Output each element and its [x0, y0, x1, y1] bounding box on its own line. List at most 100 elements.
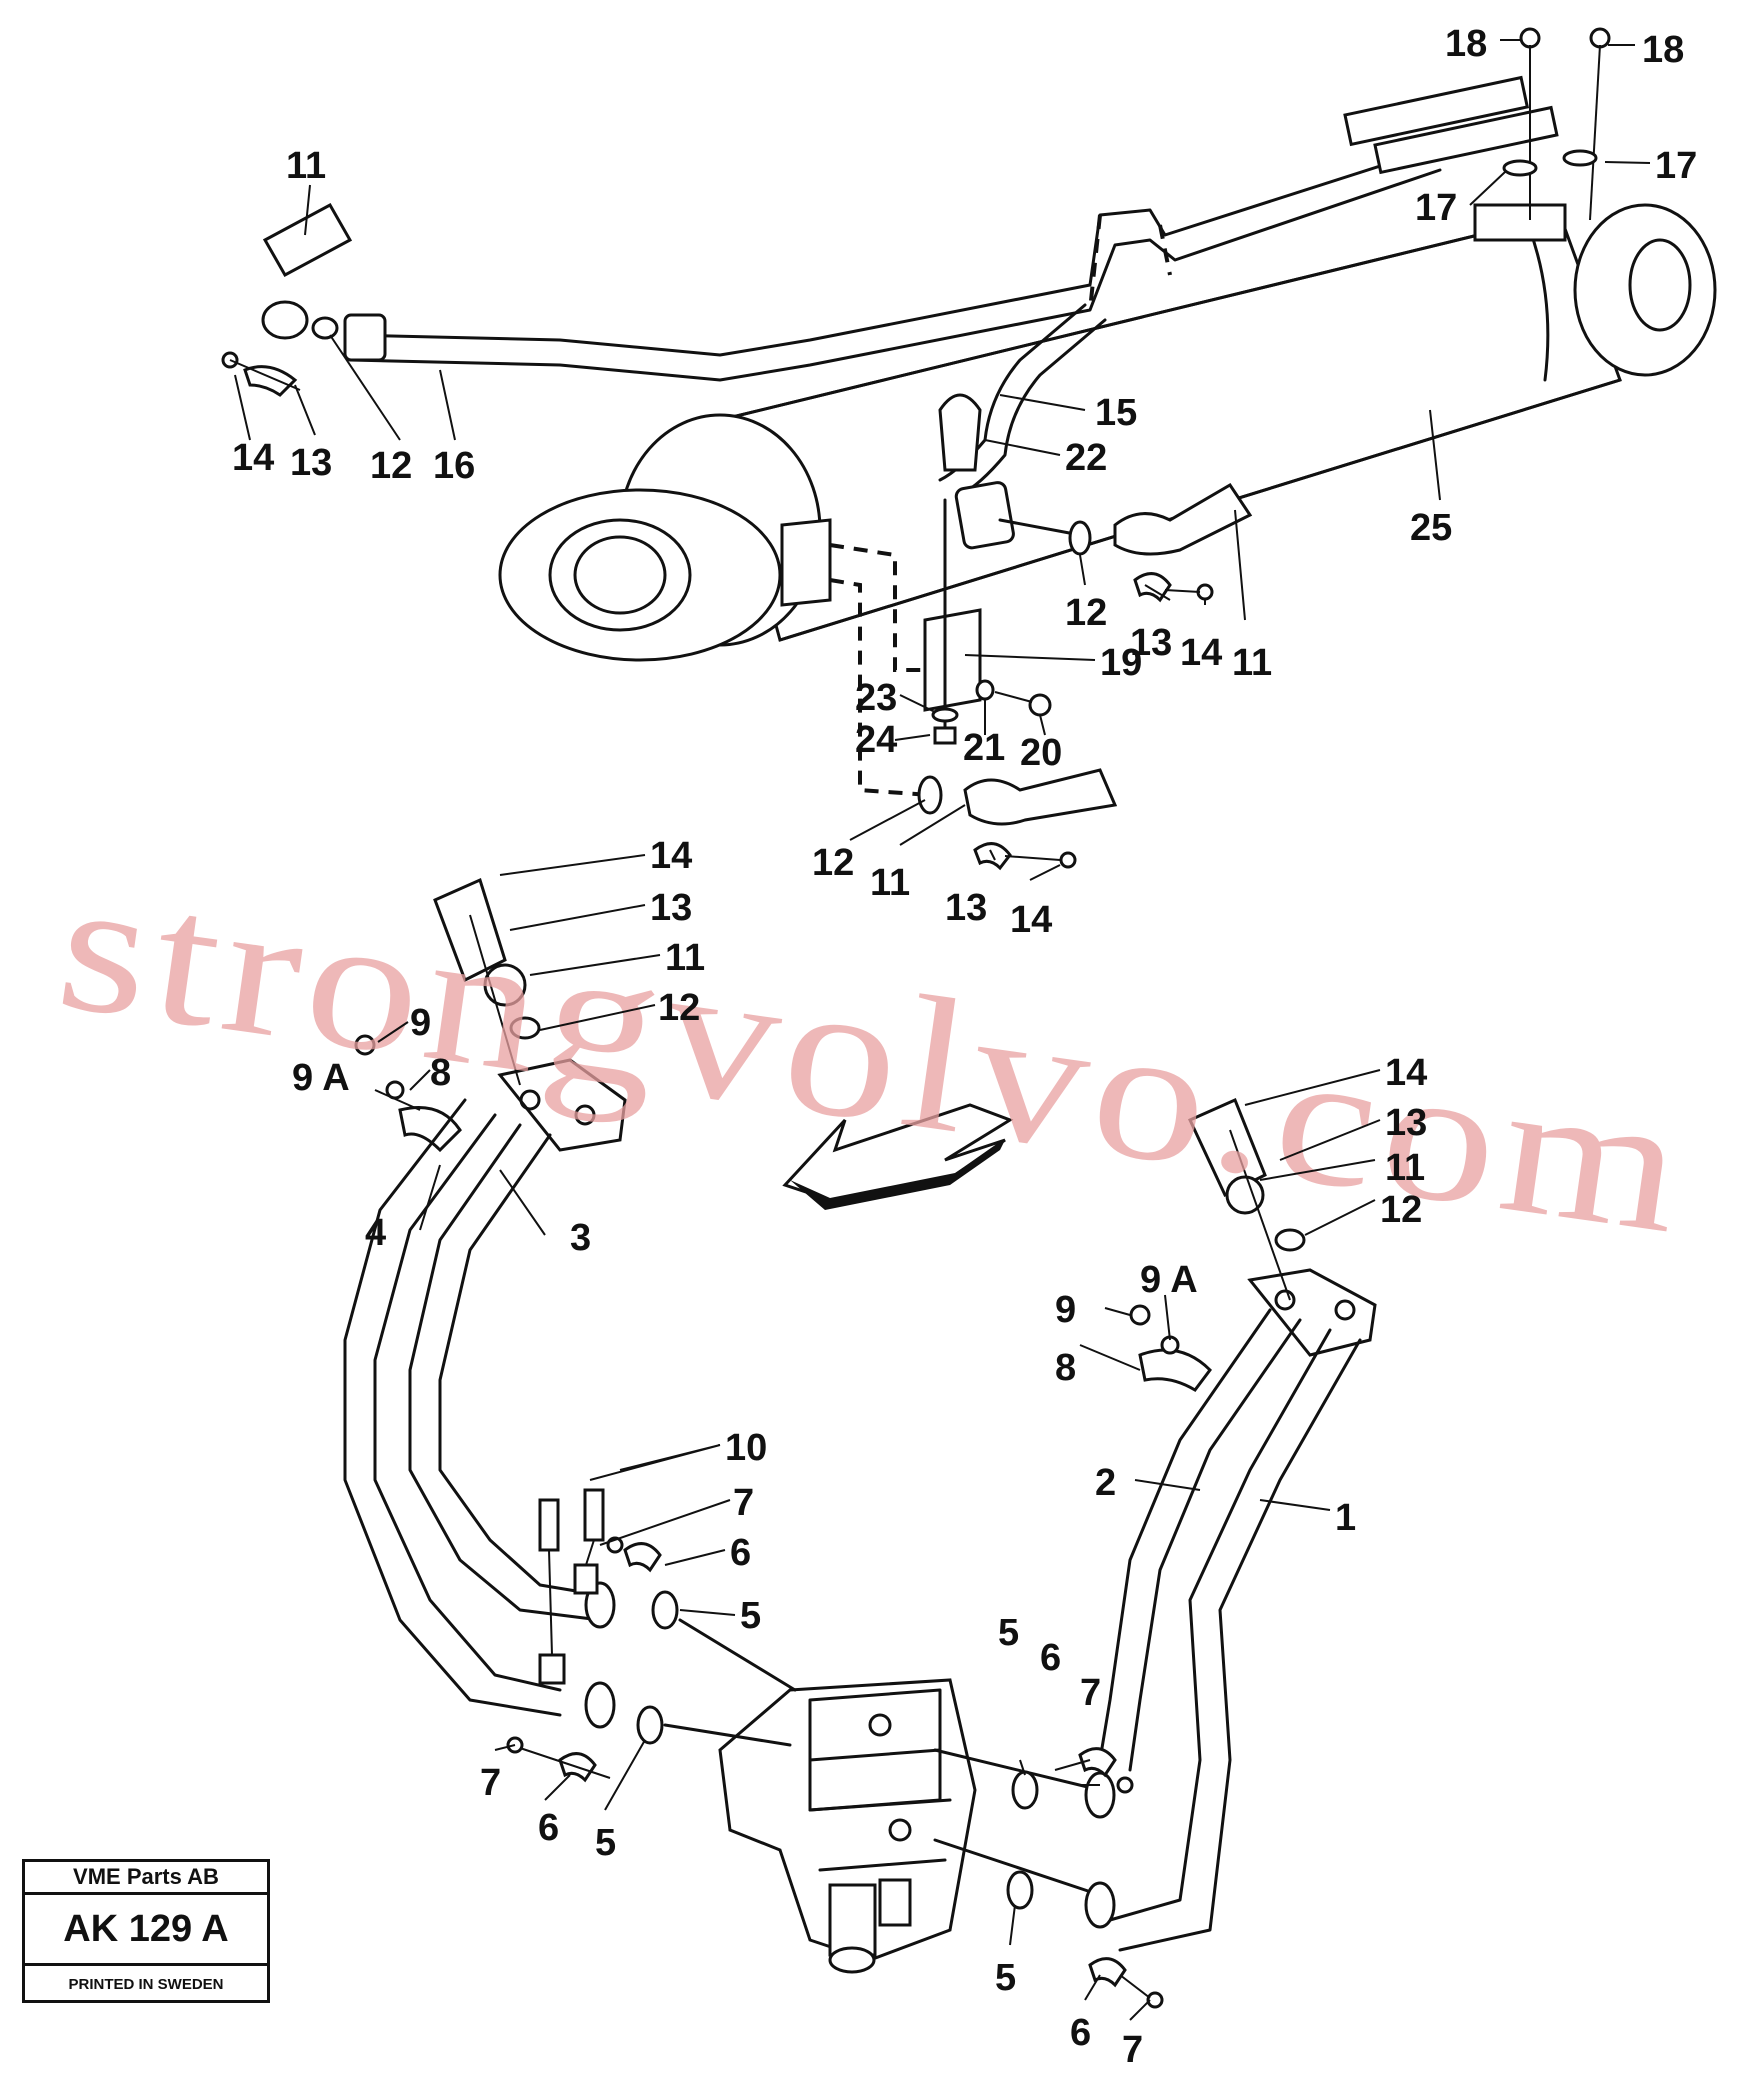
callout-11: 11 — [1232, 642, 1272, 684]
callout-11: 11 — [870, 862, 910, 904]
clamp-13-center — [1133, 572, 1172, 603]
hose-11-right — [1187, 1097, 1267, 1198]
callout-7: 7 — [480, 1762, 501, 1804]
callout-17: 17 — [1415, 187, 1457, 229]
top-mounting-hardware — [1502, 27, 1611, 221]
title-block-printed: PRINTED IN SWEDEN — [68, 1976, 224, 1993]
callout-13: 13 — [290, 442, 332, 484]
callout-22: 22 — [1065, 437, 1107, 479]
cylinder-port-flange — [780, 518, 832, 607]
callout-12: 12 — [658, 987, 700, 1029]
callout-5: 5 — [595, 1822, 616, 1864]
pipe-fitting-upper-right — [1084, 1771, 1116, 1819]
callout-11: 11 — [665, 937, 705, 979]
washer-21 — [975, 679, 995, 701]
callout-13: 13 — [650, 887, 692, 929]
washer-17-right — [1562, 149, 1598, 167]
flange-top-left — [343, 313, 387, 362]
cylinder-top-tube — [1343, 75, 1530, 147]
callout-23: 23 — [855, 677, 897, 719]
u-bolt-22 — [938, 393, 982, 472]
bolt-18-right — [1589, 27, 1611, 49]
cylinder-top-mount-block — [1473, 203, 1567, 242]
cylinder-top-tube-lower — [1373, 105, 1559, 175]
test-port-upper — [573, 1563, 599, 1595]
bolt-14-center — [1196, 583, 1214, 601]
title-block: VME Parts AB AK 129 A PRINTED IN SWEDEN — [22, 1859, 270, 2003]
callout-25: 25 — [1410, 507, 1452, 549]
callout-17: 17 — [1655, 145, 1697, 187]
callout-24: 24 — [855, 719, 897, 761]
callout-18: 18 — [1642, 29, 1684, 71]
o-ring-5-lower-left — [636, 1705, 664, 1745]
callout-16: 16 — [433, 445, 475, 487]
callout-12: 12 — [1065, 592, 1107, 634]
callout-14: 14 — [1385, 1052, 1427, 1094]
cylinder-rear-end — [1573, 203, 1717, 377]
callout-5: 5 — [998, 1612, 1019, 1654]
callout-2: 2 — [1095, 1462, 1116, 1504]
clamp-6-upper-right — [1078, 1747, 1117, 1778]
center-tube-assembly — [829, 303, 1253, 871]
callout-7: 7 — [733, 1482, 754, 1524]
callout-1: 1 — [1335, 1497, 1356, 1539]
hose-11-top-left — [262, 202, 353, 278]
callout-7: 7 — [1080, 1672, 1101, 1714]
test-fitting-10-right — [583, 1488, 605, 1542]
callout-6: 6 — [730, 1532, 751, 1574]
callout-7: 7 — [1122, 2029, 1143, 2071]
pipe-fitting-lower-right — [1084, 1881, 1116, 1929]
callout-14: 14 — [650, 835, 692, 877]
direction-arrow — [782, 1103, 1014, 1210]
callout-14: 14 — [1010, 899, 1052, 941]
o-ring-12-left — [509, 1016, 541, 1040]
callout-9: 9 — [1055, 1289, 1076, 1331]
callout-8: 8 — [1055, 1347, 1076, 1389]
right-pipe-assembly — [1006, 1097, 1377, 2009]
test-fitting-10-left — [538, 1498, 560, 1552]
bolt-14-lower — [1059, 851, 1077, 869]
o-ring-5-upper-right — [1011, 1770, 1039, 1810]
callout-5: 5 — [995, 1957, 1016, 1999]
callout-11: 11 — [286, 145, 326, 187]
bolt-7-lower-right — [1146, 1991, 1164, 2009]
bolt-9-left — [354, 1034, 376, 1056]
washer-17-left — [1502, 159, 1538, 177]
clamp-13 — [243, 365, 298, 397]
callout-11: 11 — [1385, 1147, 1425, 1189]
callout-10: 10 — [725, 1427, 767, 1469]
callout-9a: 9 A — [292, 1057, 350, 1099]
pipe-fitting-lower-left — [584, 1681, 616, 1729]
o-ring-12-center — [1068, 520, 1092, 556]
clamp-8-right — [1138, 1348, 1212, 1392]
callout-12: 12 — [370, 445, 412, 487]
bolt-18-left — [1519, 27, 1541, 49]
callout-4: 4 — [365, 1212, 386, 1254]
bolt-9-right — [1129, 1304, 1151, 1326]
callout-13: 13 — [1130, 622, 1172, 664]
callout-9: 9 — [410, 1002, 431, 1044]
callout-20: 20 — [1020, 732, 1062, 774]
nut-24 — [933, 726, 957, 745]
bracket-19 — [923, 608, 982, 712]
hose-11-lower-center — [963, 768, 1118, 826]
clamp-8-left — [398, 1106, 462, 1153]
title-block-code: AK 129 A — [25, 1895, 267, 1966]
hose-11-left — [433, 877, 507, 983]
upper-tube-assembly — [221, 75, 1559, 397]
callout-5: 5 — [740, 1595, 761, 1637]
test-port-lower — [538, 1653, 566, 1685]
washer-23 — [931, 707, 959, 723]
callout-6: 6 — [538, 1807, 559, 1849]
callout-12: 12 — [1380, 1189, 1422, 1231]
o-ring-5-upper-left — [651, 1590, 679, 1630]
callout-13: 13 — [1385, 1102, 1427, 1144]
callout-14: 14 — [1180, 632, 1222, 674]
callout-15: 15 — [1095, 392, 1137, 434]
callouts: 18 18 11 17 17 14 13 12 16 15 22 25 12 1… — [232, 23, 1697, 2071]
callout-13: 13 — [945, 887, 987, 929]
callout-21: 21 — [963, 727, 1005, 769]
o-ring-12-right — [1274, 1228, 1306, 1252]
clamp-6-upper-left — [623, 1542, 662, 1573]
